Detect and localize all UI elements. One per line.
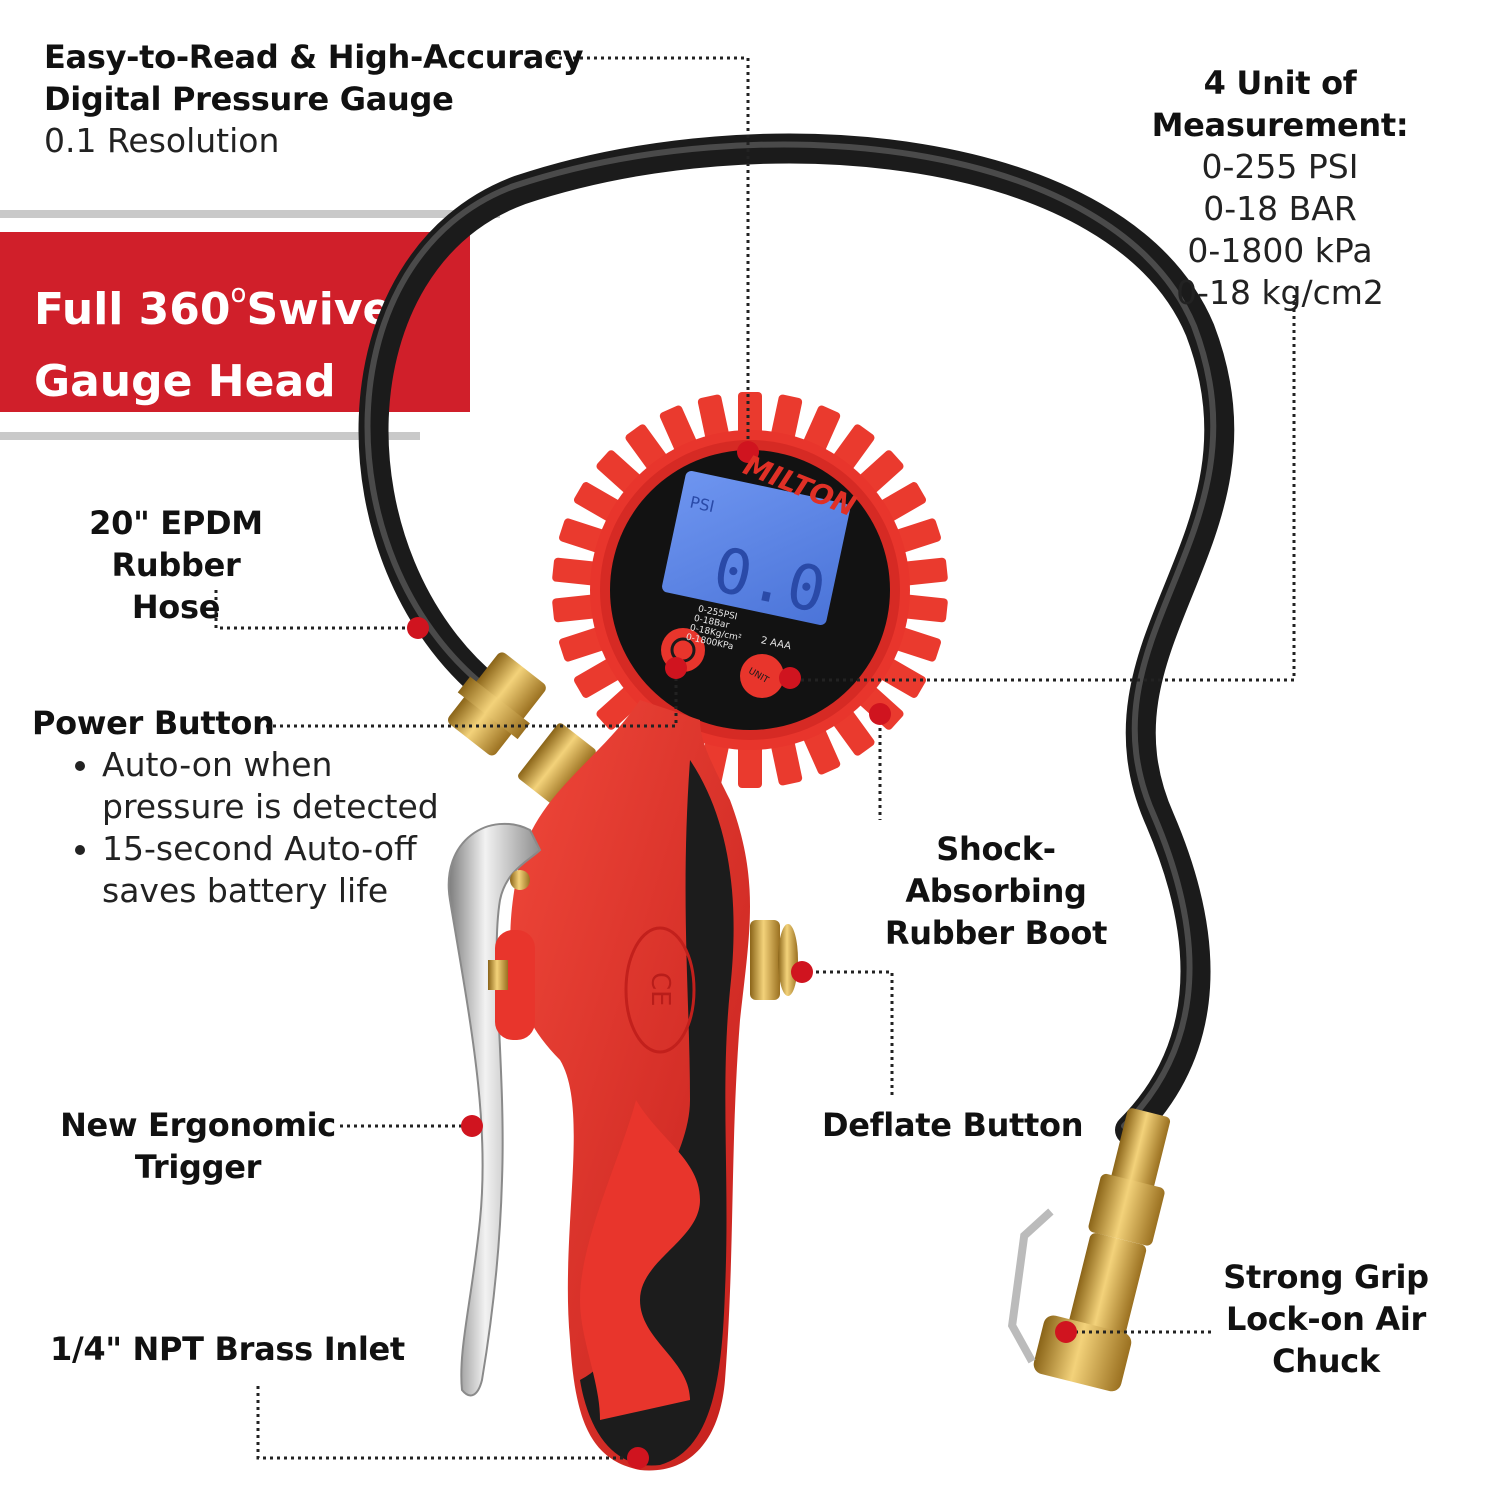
lcd-unit: PSI [688, 493, 716, 517]
dot-trigger [461, 1115, 483, 1137]
unit-kpa: 0-1800 kPa [1187, 231, 1373, 270]
brass-hose-fitting [447, 652, 546, 756]
gauge-callout-title1: Easy-to-Read & High-Accuracy [44, 38, 584, 76]
chuck-callout-line2: Lock-on Air [1225, 1300, 1427, 1338]
hose-callout: 20" EPDM Rubber Hose [26, 502, 326, 628]
ce-badge [624, 926, 696, 1054]
power-callout-title: Power Button [32, 704, 275, 742]
dot-inlet [627, 1447, 649, 1469]
handle-grip-black [580, 760, 734, 1466]
handle-red-wave [580, 1100, 700, 1420]
unit-kgcm: 0-18 kg/cm2 [1176, 273, 1384, 312]
unit-button-graphic [740, 654, 784, 698]
degree-mark: o [230, 279, 247, 309]
inlet-callout: 1/4" NPT Brass Inlet [50, 1328, 405, 1370]
gauge-callout: Easy-to-Read & High-Accuracy Digital Pre… [44, 36, 584, 162]
units-callout-title: 4 Unit of Measurement: [1151, 64, 1409, 144]
gauge-callout-sub: 0.1 Resolution [44, 121, 280, 160]
swivel-fitting [518, 723, 596, 805]
deflate-callout-text: Deflate Button [822, 1106, 1084, 1144]
callout-leaders [214, 56, 1296, 1460]
gauge-callout-title2: Digital Pressure Gauge [44, 80, 454, 118]
leader-units [790, 295, 1296, 682]
chuck-callout: Strong Grip Lock-on Air Chuck [1206, 1256, 1446, 1382]
banner-bottom-rule [0, 432, 420, 440]
chuck-callout-line3: Chuck [1272, 1342, 1380, 1380]
lcd-screen [662, 471, 850, 625]
unit-psi: 0-255 PSI [1201, 147, 1359, 186]
dot-hose [407, 617, 429, 639]
boot-callout: Shock-Absorbing Rubber Boot [846, 828, 1146, 954]
trigger-callout-line2: Trigger [134, 1148, 262, 1186]
banner-line2: Gauge Head [34, 356, 336, 407]
unit-bar: 0-18 BAR [1203, 189, 1357, 228]
ce-mark: CE [645, 972, 675, 1007]
dot-power [665, 657, 687, 679]
leader-gauge [552, 56, 750, 450]
deflate-button-graphic [750, 920, 798, 1000]
chuck-callout-line1: Strong Grip [1223, 1258, 1429, 1296]
dot-boot [869, 703, 891, 725]
boot-callout-line2: Rubber Boot [884, 914, 1108, 952]
dot-deflate [791, 961, 813, 983]
dot-unit [779, 667, 801, 689]
dot-chuck [1055, 1321, 1077, 1343]
inlet-brass [488, 960, 508, 990]
leader-inlet [256, 1386, 636, 1460]
trigger-pivot [510, 870, 530, 890]
inlet-red-cap [495, 930, 535, 1040]
banner-line1: Full 360 [34, 284, 231, 335]
trigger-callout: New Ergonomic Trigger [48, 1104, 348, 1188]
hose-callout-line1: 20" EPDM Rubber [89, 504, 263, 584]
leader-hose [214, 590, 418, 630]
inlet-callout-text: 1/4" NPT Brass Inlet [50, 1330, 405, 1368]
callout-dots [407, 441, 1077, 1469]
trigger-callout-line1: New Ergonomic [60, 1106, 336, 1144]
leader-deflate [802, 970, 894, 1098]
hose-highlight [364, 141, 1217, 1129]
boot-callout-line1: Shock-Absorbing [905, 830, 1087, 910]
banner-top-rule [0, 210, 500, 218]
hose-callout-line2: Hose [131, 588, 221, 626]
units-callout: 4 Unit of Measurement: 0-255 PSI 0-18 BA… [1080, 62, 1480, 314]
dot-gauge [737, 441, 759, 463]
deflate-callout: Deflate Button [822, 1104, 1084, 1146]
